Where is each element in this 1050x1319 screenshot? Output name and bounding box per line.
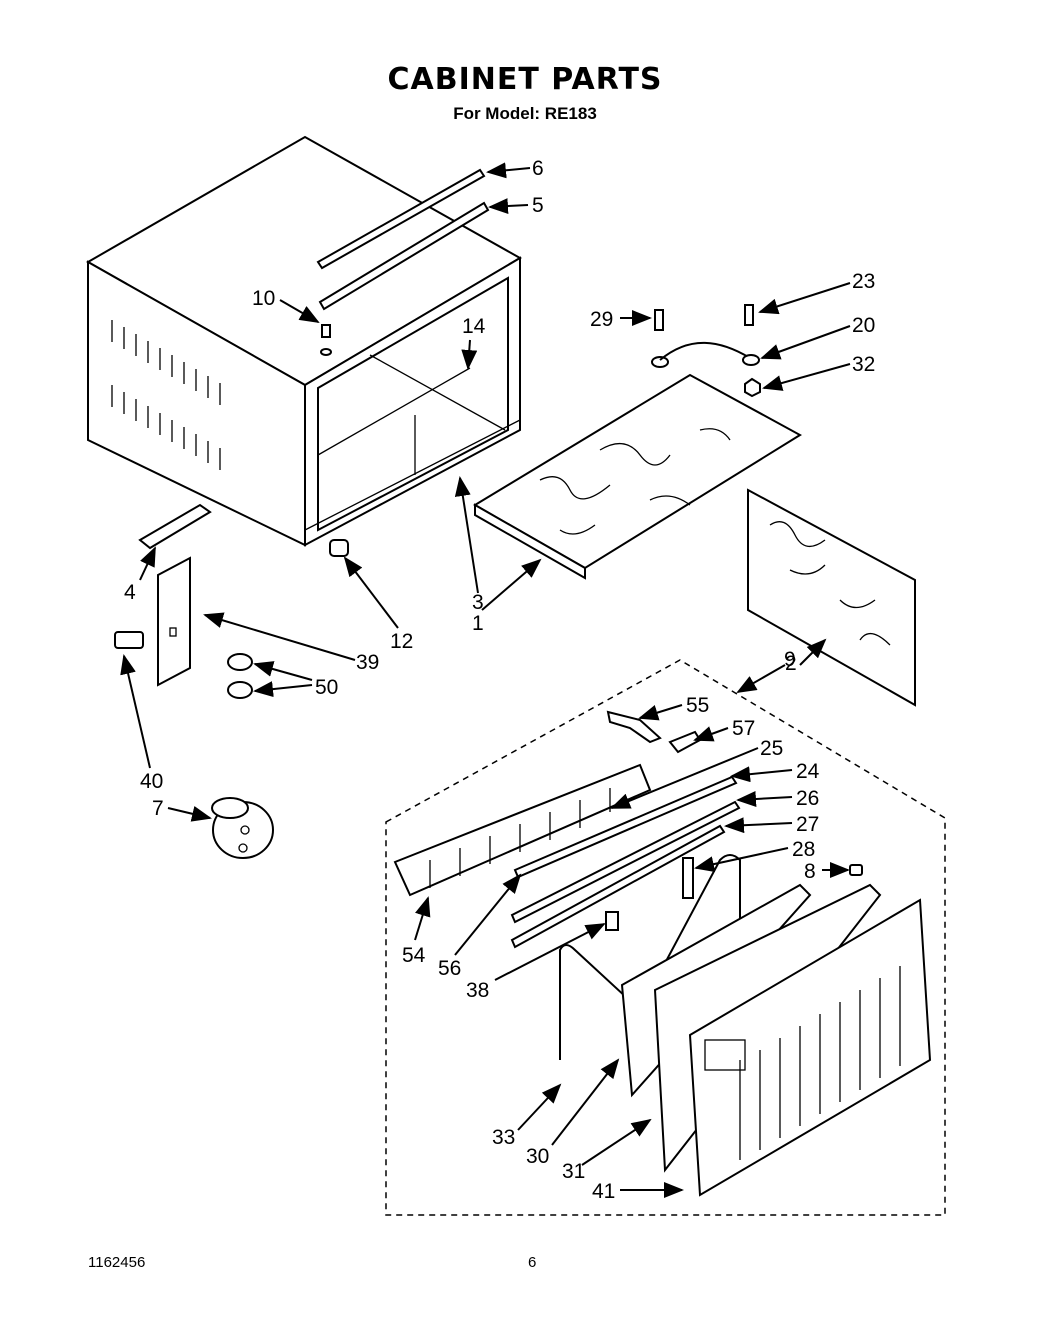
bracket-part-4 <box>138 503 212 550</box>
leader-lines <box>120 162 851 1198</box>
control-mounting-plate <box>157 556 191 687</box>
front-assembly-enclosure <box>385 659 946 1216</box>
callout-3: 3 <box>472 591 484 614</box>
callout-27: 27 <box>796 813 819 836</box>
callout-39: 39 <box>356 651 379 674</box>
callout-25: 25 <box>760 737 783 760</box>
switch-part-40 <box>114 631 144 649</box>
clip-part-57 <box>668 730 702 754</box>
callout-31: 31 <box>562 1160 585 1183</box>
lever-part-55 <box>606 710 662 744</box>
callout-56: 56 <box>438 957 461 980</box>
front-grille-part-41 <box>688 898 932 1197</box>
callout-26: 26 <box>796 787 819 810</box>
callout-40: 40 <box>140 770 163 793</box>
callout-33: 33 <box>492 1126 515 1149</box>
callout-8: 8 <box>804 860 816 883</box>
model-subtitle: For Model: RE183 <box>453 104 597 123</box>
callout-55: 55 <box>686 694 709 717</box>
rail-part-5 <box>318 201 490 311</box>
cabinet-vents-bottom <box>111 385 221 470</box>
control-knobs <box>227 653 253 699</box>
callout-30: 30 <box>526 1145 549 1168</box>
callout-7: 7 <box>152 797 164 820</box>
callout-41: 41 <box>592 1180 615 1203</box>
callout-57: 57 <box>732 717 755 740</box>
callout-24: 24 <box>796 760 820 783</box>
callout-4: 4 <box>124 581 136 604</box>
callout-20: 20 <box>852 314 875 337</box>
callout-28: 28 <box>792 838 815 861</box>
page-number: 6 <box>528 1254 537 1271</box>
callout-50: 50 <box>315 676 338 699</box>
callout-29: 29 <box>590 308 613 331</box>
document-number: 1162456 <box>88 1254 146 1271</box>
callout-6: 6 <box>532 157 544 180</box>
page-title: CABINET PARTS <box>387 62 663 97</box>
top-insulation-pad <box>473 373 802 580</box>
control-rods <box>510 775 741 949</box>
cabinet-vents-top <box>111 320 221 405</box>
callout-1: 1 <box>472 612 484 635</box>
cabinet-housing <box>85 135 523 547</box>
callout-14: 14 <box>462 315 486 338</box>
ground-strap-assembly <box>651 304 761 398</box>
callout-38: 38 <box>466 979 489 1002</box>
foot-part-12 <box>329 539 349 557</box>
fan-motor-part-7 <box>211 797 274 859</box>
callout-2: 2 <box>785 652 797 675</box>
screw-part-10 <box>320 324 332 356</box>
knob-part-8 <box>849 864 863 876</box>
callout-23: 23 <box>852 270 875 293</box>
side-insulation-panel <box>747 488 916 707</box>
callout-54: 54 <box>402 944 426 967</box>
callout-5: 5 <box>532 194 544 217</box>
rail-part-6 <box>316 168 486 270</box>
callout-12: 12 <box>390 630 413 653</box>
callout-32: 32 <box>852 353 875 376</box>
louver-assembly-part-54 <box>393 763 652 897</box>
callout-labels: 6 5 10 14 23 29 20 32 4 12 3 1 39 50 40 … <box>124 157 875 1203</box>
clip-part-28 <box>682 857 694 899</box>
clip-part-38 <box>605 911 619 931</box>
callout-9: 9 <box>784 648 796 671</box>
callout-10: 10 <box>252 287 275 310</box>
